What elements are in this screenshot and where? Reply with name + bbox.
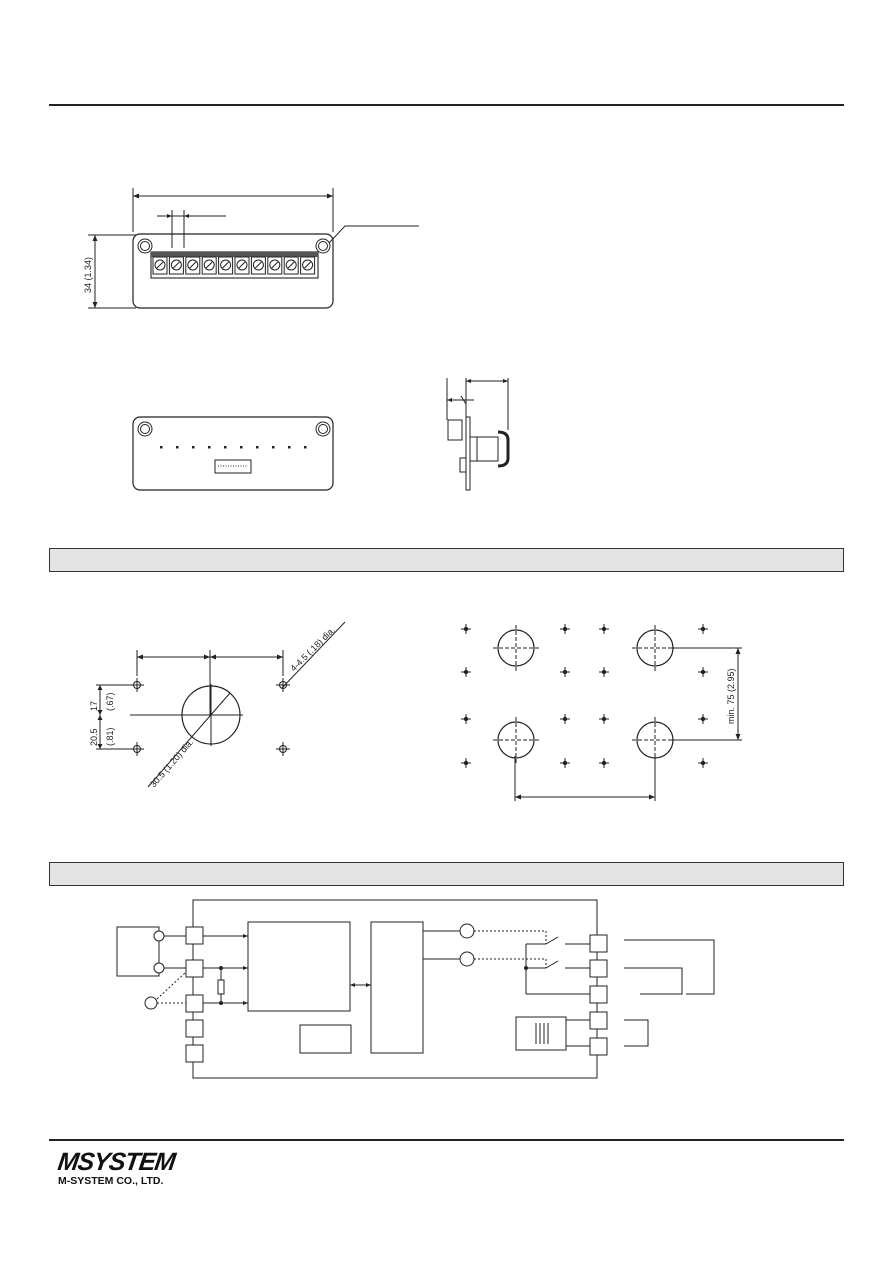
section-bar-mounting: [49, 548, 844, 572]
schematic-diagram: [116, 899, 715, 1079]
section-bar-schematic: [49, 862, 844, 886]
rear-view: [132, 416, 334, 491]
front-height-label: 34 (1.34): [83, 257, 93, 293]
footer-rule: [49, 1139, 844, 1141]
dim-20-5-in: (.81): [105, 727, 115, 746]
multiple-mounting: min. 75 (2.95): [461, 624, 742, 801]
side-view: [446, 378, 510, 491]
dim-17-in: (.67): [105, 692, 115, 711]
front-view: 34 (1.34): [83, 188, 419, 309]
screw-hole-dia-label: 4-4.5 (.18) dia.: [288, 625, 336, 673]
dim-20-5: 20.5: [89, 728, 99, 746]
company-name: M-SYSTEM CO., LTD.: [58, 1175, 164, 1187]
panel-cutout: 17 (.67) 20.5 (.81) 4-4.5 (.18) dia. 30.…: [89, 621, 346, 789]
logo-wordmark: MSYSTEM: [56, 1148, 177, 1176]
cutout-dia-label: 30.5 (1.20) dia.: [148, 737, 195, 789]
company-logo: MSYSTEM M-SYSTEM CO., LTD.: [56, 1148, 177, 1187]
min-vertical-spacing-label: min. 75 (2.95): [726, 668, 736, 724]
header-rule: [49, 104, 844, 106]
dim-17: 17: [89, 701, 99, 711]
